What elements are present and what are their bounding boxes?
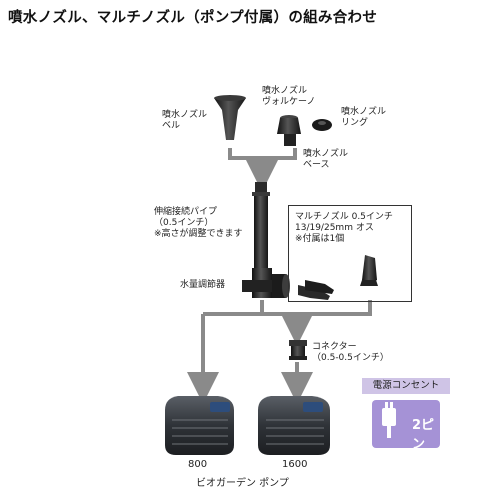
water-regulator-icon bbox=[242, 268, 290, 298]
pump-label-800: 800 bbox=[188, 459, 208, 470]
pump-800-icon bbox=[165, 396, 234, 455]
pump-label-1600: 1600 bbox=[282, 459, 308, 470]
label-connector: コネクター （0.5-0.5インチ） bbox=[312, 342, 389, 363]
nozzle-ring-icon bbox=[312, 119, 332, 131]
nozzle-bell-icon bbox=[214, 95, 246, 140]
power-outlet-title: 電源コンセント bbox=[362, 378, 450, 394]
pump-series-label: ビオガーデン ポンプ bbox=[196, 478, 289, 489]
connector-fitting-icon bbox=[289, 340, 307, 360]
distribution-lines bbox=[187, 300, 372, 404]
nozzle-connector-lines bbox=[228, 148, 297, 192]
power-pin-count: 2ピン bbox=[412, 418, 435, 452]
plug-icon: 2ピン bbox=[372, 400, 440, 452]
label-nozzle-volcano: 噴水ノズル ヴォルケーノ bbox=[262, 86, 316, 107]
label-nozzle-base: 噴水ノズル ベース bbox=[303, 149, 349, 170]
multi-nozzle-icon bbox=[298, 255, 378, 300]
label-extension-pipe: 伸縮接続パイプ （0.5インチ） ※高さが調整できます bbox=[154, 207, 243, 239]
pump-1600-icon bbox=[258, 396, 330, 455]
label-multi-nozzle: マルチノズル 0.5インチ 13/19/25mm オス ※付属は1個 bbox=[295, 212, 393, 244]
power-outlet-panel: 電源コンセント 2ピン bbox=[362, 378, 450, 453]
page-title: 噴水ノズル、マルチノズル（ポンプ付属）の組み合わせ bbox=[8, 10, 378, 26]
nozzle-volcano-icon bbox=[277, 115, 301, 146]
label-nozzle-bell: 噴水ノズル ベル bbox=[162, 110, 208, 131]
multi-nozzle-box: マルチノズル 0.5インチ 13/19/25mm オス ※付属は1個 bbox=[288, 205, 412, 302]
label-nozzle-ring: 噴水ノズル リング bbox=[341, 107, 387, 128]
extension-pipe-icon bbox=[252, 182, 270, 268]
label-water-regulator: 水量調節器 bbox=[180, 280, 226, 290]
